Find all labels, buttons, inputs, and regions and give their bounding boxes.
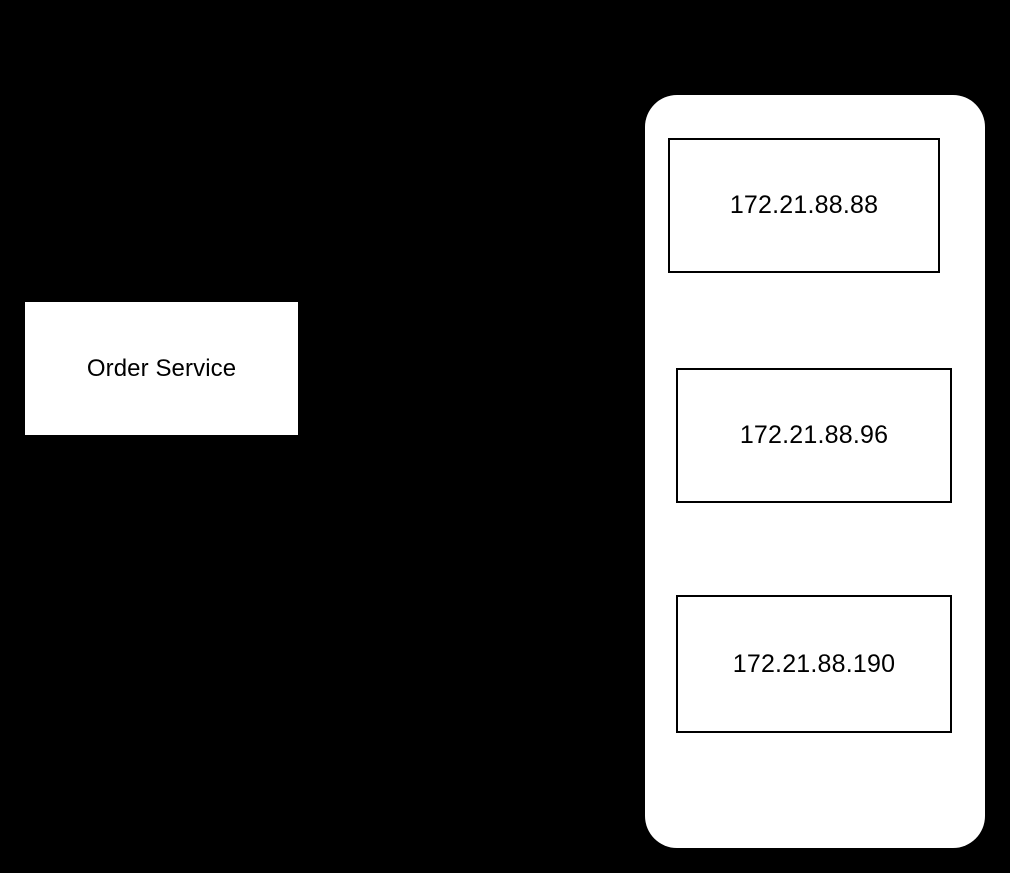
- node-instance-1[interactable]: 172.21.88.88: [668, 138, 940, 273]
- node-order-service-label: Order Service: [86, 354, 237, 382]
- node-instance-3-label: 172.21.88.190: [732, 649, 896, 678]
- node-instance-1-label: 172.21.88.88: [729, 191, 879, 220]
- node-instance-2-label: 172.21.88.96: [739, 421, 889, 450]
- node-order-service[interactable]: Order Service: [25, 302, 298, 435]
- node-instance-2[interactable]: 172.21.88.96: [676, 368, 952, 503]
- node-instance-3[interactable]: 172.21.88.190: [676, 595, 952, 733]
- instance-group-container[interactable]: 172.21.88.88 172.21.88.96 172.21.88.190: [645, 95, 985, 848]
